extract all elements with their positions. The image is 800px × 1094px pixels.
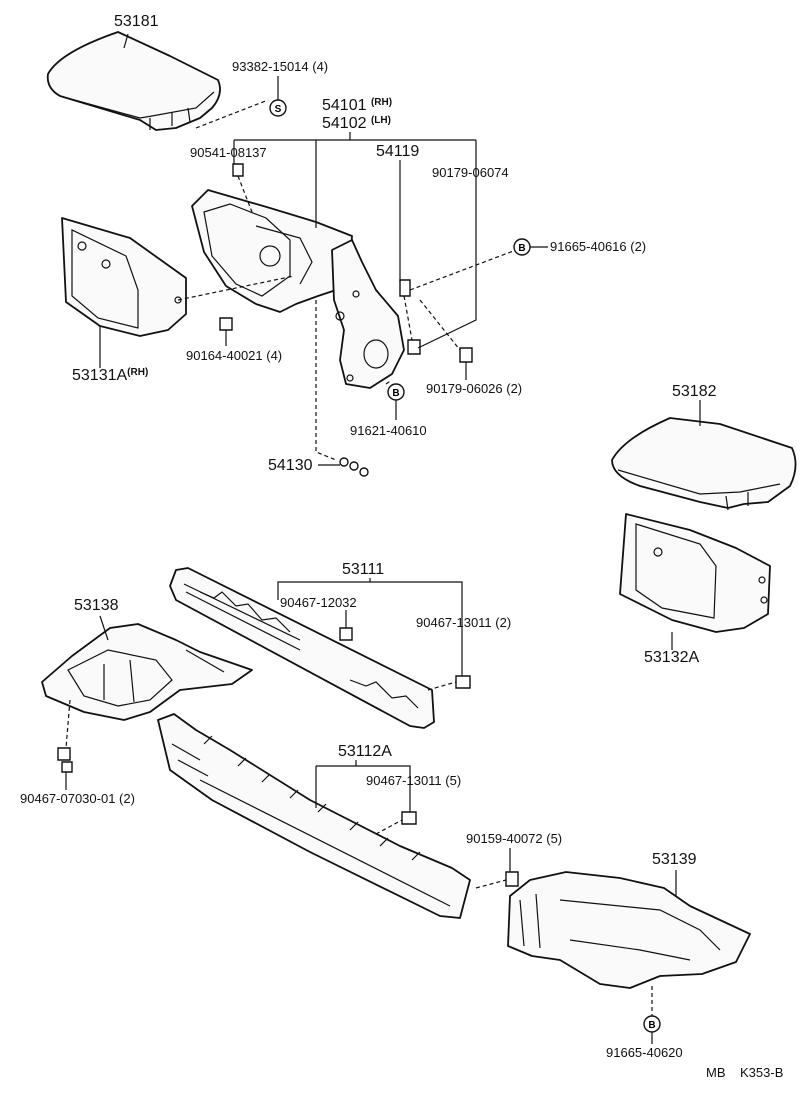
label-53139: 53139 bbox=[652, 851, 697, 868]
part-53131a-bracket bbox=[61, 217, 187, 337]
footer-reference-code: K353-B bbox=[740, 1065, 784, 1080]
label-90467-13011-2: 90467-13011 (2) bbox=[416, 615, 512, 630]
svg-text:B: B bbox=[392, 388, 399, 399]
dashed-assembly-lines bbox=[65, 99, 653, 1016]
part-53181-cover bbox=[46, 31, 221, 131]
svg-text:B: B bbox=[518, 243, 525, 254]
label-53181: 53181 bbox=[114, 13, 159, 30]
hardware-parts bbox=[57, 163, 519, 887]
part-53132a-bracket bbox=[619, 513, 771, 633]
label-91621-40610: 91621-40610 bbox=[350, 423, 427, 438]
part-53139-cover bbox=[507, 871, 751, 989]
label-54130: 54130 bbox=[268, 457, 313, 474]
label-54119: 54119 bbox=[376, 143, 420, 160]
label-90159-40072: 90159-40072 (5) bbox=[466, 831, 563, 846]
label-54102-number: 54102 bbox=[322, 115, 367, 132]
label-54101: 54101 (RH) bbox=[322, 98, 392, 114]
label-90179-06026: 90179-06026 (2) bbox=[426, 381, 523, 396]
svg-text:B: B bbox=[648, 1020, 655, 1031]
label-53138: 53138 bbox=[74, 597, 119, 614]
label-54101-number: 54101 bbox=[322, 97, 367, 114]
leader-lines bbox=[65, 33, 701, 1044]
label-90467-07030-01: 90467-07030-01 (2) bbox=[20, 791, 135, 806]
label-54101-side: (RH) bbox=[370, 97, 393, 108]
part-53111-grille bbox=[169, 567, 435, 729]
label-54102: 54102 (LH) bbox=[322, 116, 391, 132]
label-53132a: 53132A bbox=[644, 649, 700, 666]
s-marker-symbol: S bbox=[269, 99, 287, 117]
b-marker-symbol: B bbox=[387, 383, 405, 401]
label-90164-40021: 90164-40021 (4) bbox=[186, 348, 283, 363]
label-54102-side: (LH) bbox=[370, 115, 391, 126]
label-53131a-side: (RH) bbox=[127, 367, 149, 378]
label-90179-06074: 90179-06074 bbox=[432, 165, 509, 180]
footer-model-code: MB bbox=[706, 1065, 726, 1080]
b-marker-symbol: B bbox=[513, 238, 531, 256]
label-53112a: 53112A bbox=[338, 743, 392, 760]
label-53131a-number: 53131A bbox=[72, 367, 128, 384]
label-53131a: 53131A(RH) bbox=[72, 368, 148, 384]
label-91665-40620: 91665-40620 bbox=[606, 1045, 683, 1060]
part-53138-cover bbox=[41, 623, 253, 721]
label-90541-08137: 90541-08137 bbox=[190, 145, 267, 160]
label-53111: 53111 bbox=[342, 561, 385, 578]
label-90467-13011-5: 90467-13011 (5) bbox=[366, 773, 462, 788]
part-53182-cover bbox=[611, 417, 797, 511]
part-53112a-grille bbox=[157, 713, 471, 919]
label-93382-15014: 93382-15014 (4) bbox=[232, 59, 329, 74]
label-53182: 53182 bbox=[672, 383, 717, 400]
label-90467-12032: 90467-12032 bbox=[280, 595, 357, 610]
svg-text:S: S bbox=[275, 104, 282, 115]
b-marker-symbol: B bbox=[643, 1015, 661, 1033]
label-91665-40616: 91665-40616 (2) bbox=[550, 239, 647, 254]
part-54101-housing bbox=[191, 189, 405, 389]
